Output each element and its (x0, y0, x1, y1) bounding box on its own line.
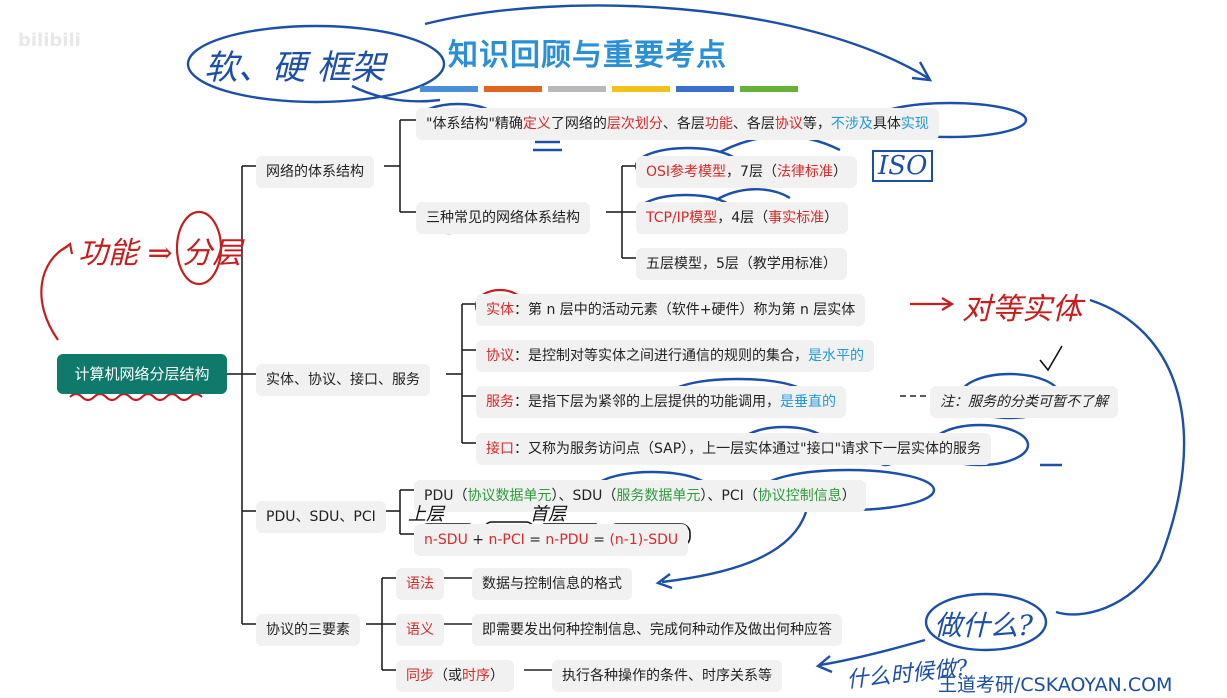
three-architectures: 三种常见的网络体系结构 (416, 202, 590, 234)
branch-pdu: PDU、SDU、PCI (256, 501, 386, 533)
handwriting-peer-entity: 对等实体 (962, 292, 1082, 327)
pdu-formula: n-SDU + n-PCI = n-PDU = (n-1)-SDU (414, 524, 689, 556)
handwriting-iso: ISO (872, 150, 934, 182)
sync-desc: 执行各种操作的条件、时序关系等 (552, 660, 782, 692)
root-node: 计算机网络分层结构 (57, 354, 227, 394)
handwriting-function-layer: 功能 ⇒ 分层 (78, 236, 243, 271)
sync-label: 同步（或时序） (396, 660, 514, 692)
color-bar-6 (740, 86, 798, 92)
syntax-label: 语法 (396, 568, 444, 600)
handwriting-framework: 软、硬 框架 (204, 48, 385, 88)
entity-item: 实体：第 n 层中的活动元素（软件+硬件）称为第 n 层实体 (476, 294, 866, 326)
color-bar-3 (548, 86, 606, 92)
branch-three-elements: 协议的三要素 (256, 614, 360, 646)
pdu-definition: PDU（协议数据单元）、SDU（服务数据单元）、PCI（协议控制信息） (414, 480, 866, 512)
five-layer-model: 五层模型，5层（教学用标准） (636, 248, 847, 280)
watermark: bilibili (18, 30, 81, 51)
interface-item: 接口：又称为服务访问点（SAP），上一层实体通过"接口"请求下一层实体的服务 (476, 433, 992, 465)
service-note: 注：服务的分类可暂不了解 (930, 386, 1118, 418)
footer-brand: 王道考研/CSKAOYAN.COM (938, 674, 1173, 696)
tcpip-model: TCP/IP模型，4层（事实标准） (636, 202, 849, 234)
handwriting-layer: 首层 (530, 504, 566, 525)
osi-model: OSI参考模型，7层（法律标准） (636, 156, 857, 188)
branch-architecture: 网络的体系结构 (256, 156, 374, 188)
handwriting-what: 做什么? (934, 609, 1034, 642)
color-bar-2 (484, 86, 542, 92)
branch-entity-protocol: 实体、协议、接口、服务 (256, 364, 430, 396)
syntax-desc: 数据与控制信息的格式 (472, 568, 632, 600)
service-item: 服务：是指下层为紧邻的上层提供的功能调用，是垂直的 (476, 386, 846, 418)
color-bar-5 (676, 86, 734, 92)
architecture-definition: "体系结构"精确定义了网络的层次划分、各层功能、各层协议等，不涉及具体实现 (416, 108, 939, 140)
protocol-item: 协议：是控制对等实体之间进行通信的规则的集合，是水平的 (476, 340, 874, 372)
page-title: 知识回顾与重要考点 (448, 38, 727, 73)
semantics-desc: 即需要发出何种控制信息、完成何种动作及做出何种应答 (472, 614, 842, 646)
handwriting-upper: 上层 (408, 504, 444, 525)
semantics-label: 语义 (396, 614, 444, 646)
color-bar-4 (612, 86, 670, 92)
color-bar-1 (420, 86, 478, 92)
